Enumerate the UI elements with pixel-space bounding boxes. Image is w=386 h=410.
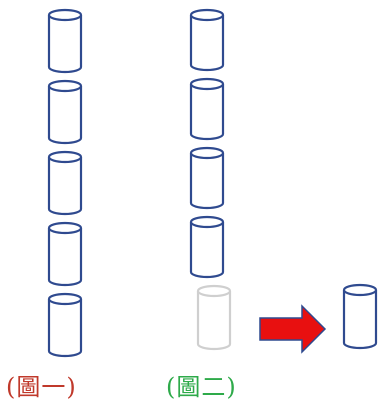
moved-cylinder-shape <box>342 283 378 350</box>
cylinder-3 <box>189 146 225 210</box>
moved-cylinder <box>342 283 378 350</box>
figure-1-caption: (圖一) <box>6 373 77 401</box>
cylinder-4 <box>189 215 225 279</box>
cylinder-3 <box>47 150 83 216</box>
cylinder-4 <box>47 221 83 287</box>
arrow-icon <box>259 304 327 354</box>
cylinder-2 <box>189 77 225 141</box>
cylinder-2 <box>47 79 83 145</box>
right-arrow-shape <box>259 304 327 354</box>
figure-2-cylinder-stack <box>189 8 232 351</box>
cylinder-1 <box>189 8 225 72</box>
cylinder-5 <box>47 292 83 358</box>
faded-cylinder <box>196 284 232 351</box>
cylinder-1 <box>47 8 83 74</box>
figure-1-cylinder-stack <box>47 8 83 358</box>
figure-2-caption: (圖二) <box>166 373 237 401</box>
